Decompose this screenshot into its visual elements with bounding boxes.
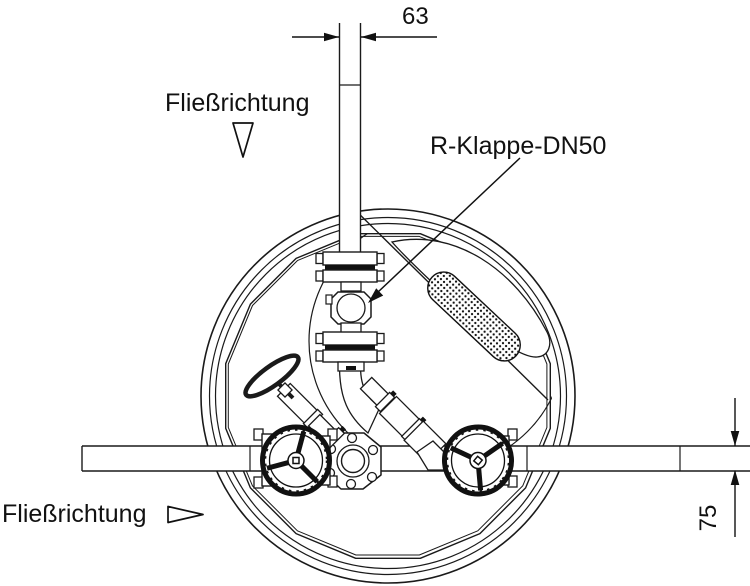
flange-connection bbox=[315, 251, 385, 283]
dimension-63: 63 bbox=[292, 3, 437, 42]
valve-callout: R-Klappe-DN50 bbox=[368, 132, 606, 303]
flow-direction-top: Fließrichtung bbox=[165, 89, 310, 158]
bolt-hole bbox=[346, 432, 358, 444]
ladder-hatched-band bbox=[427, 271, 521, 362]
leader-arrowhead-icon bbox=[368, 288, 384, 303]
dimension-arrowhead-icon bbox=[730, 470, 740, 485]
dimension-arrowhead-icon bbox=[324, 32, 339, 42]
chamber-outer-wall bbox=[200, 208, 576, 584]
chamber-ring bbox=[208, 216, 568, 576]
bolt-hole bbox=[366, 471, 378, 483]
right-gate-valve bbox=[431, 412, 527, 508]
gate-valve-handwheel bbox=[263, 425, 330, 494]
flow-down-arrow-icon bbox=[232, 122, 254, 158]
pipe-elbow bbox=[338, 365, 381, 435]
flow-direction-bottom-label: Fließrichtung bbox=[2, 500, 147, 528]
bolt-hole bbox=[367, 444, 379, 456]
left-gate-valve bbox=[253, 425, 338, 494]
flow-direction-bottom: Fließrichtung bbox=[2, 500, 204, 528]
dimension-top-value: 63 bbox=[402, 3, 429, 30]
check-valve-assembly bbox=[315, 251, 385, 372]
ladder bbox=[344, 199, 551, 401]
flow-right-arrow-icon bbox=[167, 505, 204, 524]
bolt-hole bbox=[345, 478, 357, 490]
dimension-arrowhead-icon bbox=[361, 32, 376, 42]
gate-valve-handwheel bbox=[431, 412, 527, 508]
dimension-right-value: 75 bbox=[695, 505, 722, 532]
chamber-ring bbox=[214, 222, 562, 570]
flow-direction-top-label: Fließrichtung bbox=[165, 89, 310, 117]
angle-valve-handwheel bbox=[243, 353, 301, 399]
elbow-diagonal-pipe bbox=[338, 365, 449, 471]
tee-branch-opening bbox=[340, 448, 366, 474]
dimension-arrowhead-icon bbox=[730, 431, 740, 446]
valve-stem-nut bbox=[277, 382, 293, 398]
check-valve-bore bbox=[336, 293, 366, 323]
dimension-75: 75 bbox=[695, 398, 740, 537]
valve-label: R-Klappe-DN50 bbox=[430, 132, 606, 160]
flange-connection bbox=[315, 331, 385, 363]
vertical-inlet-pipe bbox=[338, 23, 362, 253]
